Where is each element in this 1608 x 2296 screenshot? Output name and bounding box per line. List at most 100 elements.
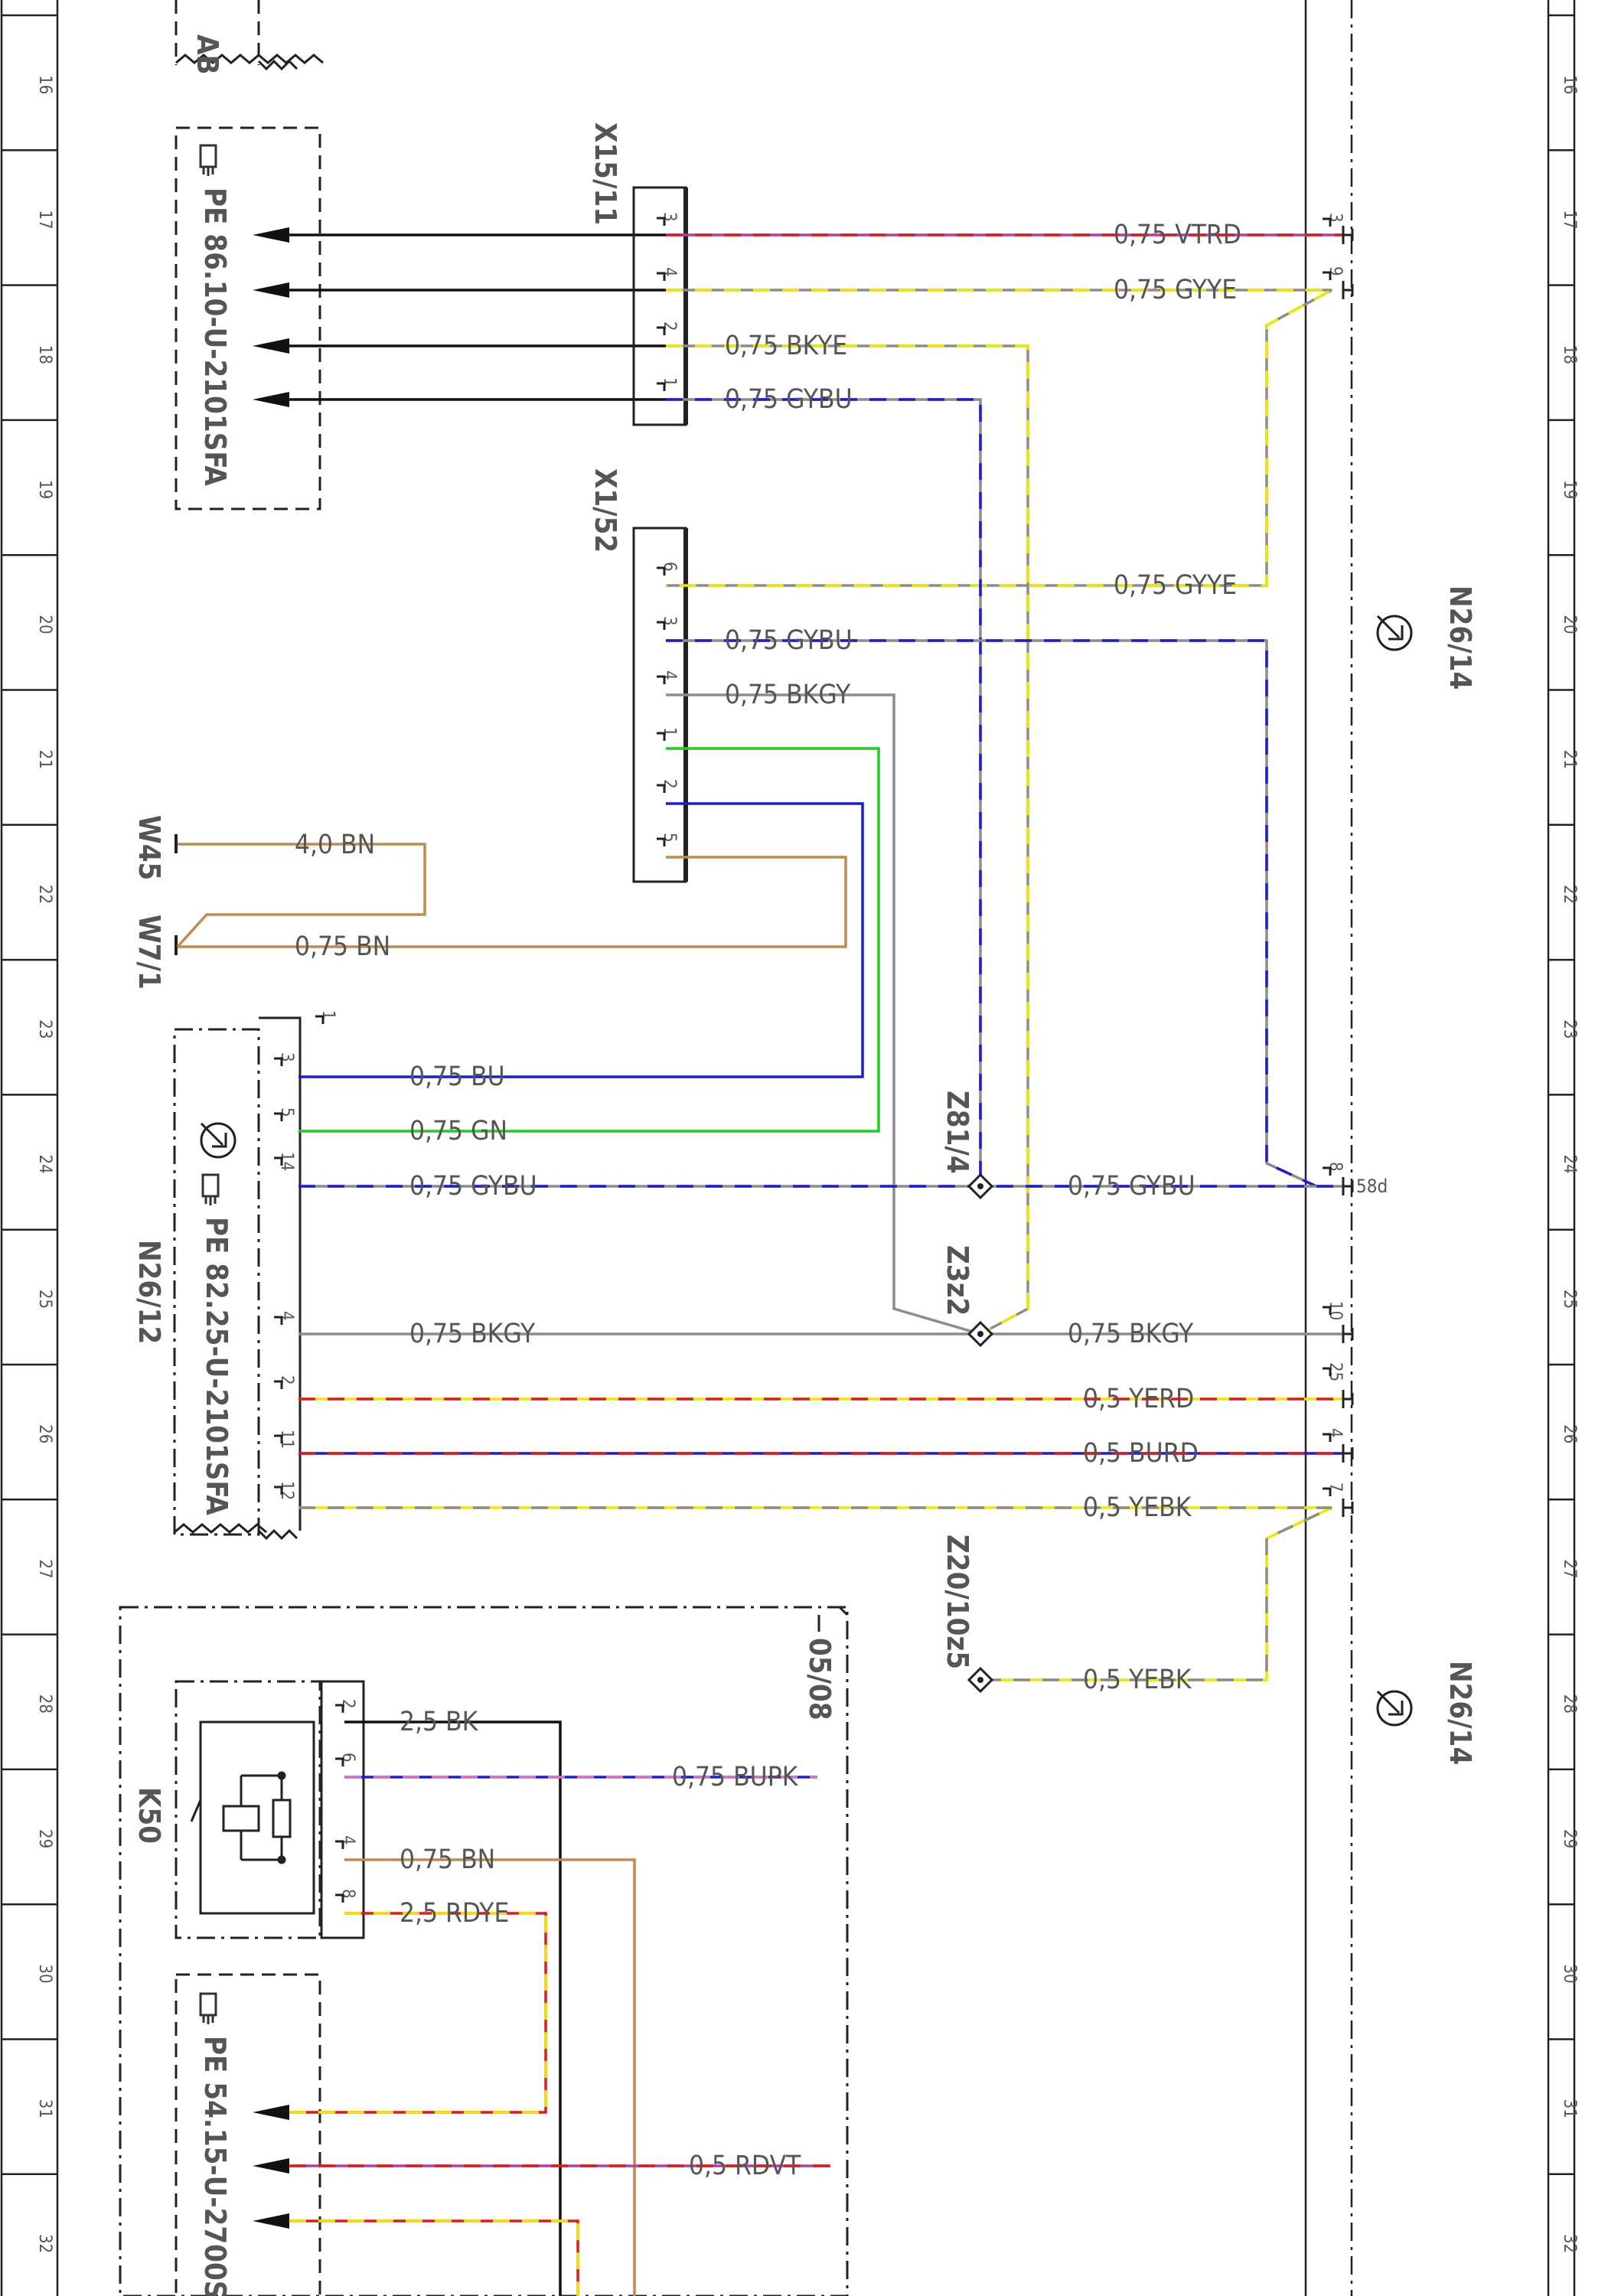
pin-terminal [1323,1433,1332,1442]
pin-terminal [1323,217,1332,227]
pin-number: 4 [277,1311,296,1321]
ruler-number: 17 [1560,210,1579,229]
ruler-number: 24 [1560,1155,1579,1174]
relay-k50-outer-box [119,1606,849,2296]
pin-number: 2 [660,779,679,789]
pin-number: 7 [1326,1482,1345,1492]
wire-label: 0,75 BU [409,1062,505,1092]
pin-number: 4 [660,670,679,680]
ruler-number: 25 [35,1290,54,1309]
pin-terminal [274,1112,283,1121]
pin-terminal [1323,1367,1332,1376]
relay-icon [190,1720,315,1915]
wire-bk-28 [344,1720,562,2296]
splice-z3z2-label: Z3z2 [941,1245,974,1316]
control-unit-n26-14-label-upper: N26/14 [1443,585,1477,690]
ruler-number: 23 [1560,1019,1579,1039]
page-ref-cont: 05/08 [803,1638,837,1720]
pin-number: 4 [660,267,679,277]
wire-label: 0,75 BN [400,1844,495,1875]
relay-k50-box [174,1680,321,1939]
pin-terminal [657,675,666,684]
wire-label: 2,5 BK [400,1707,479,1737]
ruler-number: 21 [1560,750,1579,769]
pin-number: 3 [660,212,679,222]
ruler-number: 27 [35,1559,54,1578]
wire-label: 0,5 BURD [1083,1438,1199,1469]
control-unit-n26-12-box [173,1028,260,1536]
arrow-left-icon [253,227,289,243]
arrow-left-icon [253,338,289,354]
wire-gybu-18 [666,398,982,1186]
wire-bn-29 [344,1858,636,2296]
control-unit-n26-12-label: N26/12 [132,1240,166,1344]
pin-terminal [335,1893,344,1903]
pin-number: 2 [338,1699,357,1709]
wire-label: 0,5 YEBK [1083,1492,1192,1523]
pin-number: 4 [338,1835,357,1845]
control-unit-n26-14-label-lower: N26/14 [1443,1661,1477,1765]
relay-k50-corner [838,1606,849,1616]
pin-terminal [657,784,666,793]
wire-gn [298,747,880,1133]
pin-number: 3 [277,1052,296,1062]
pin-terminal [657,566,666,576]
wire-label: 0,75 BUPK [672,1762,799,1792]
wire-label: 0,75 BKGY [1068,1319,1194,1349]
control-unit-n26-12-body [259,1016,302,1531]
splice-z20-10z5-label: Z20/10z5 [941,1534,974,1669]
pin-terminal [657,382,666,391]
ruler-number: 32 [35,2234,54,2253]
reference-arrows [253,227,666,2229]
pin-terminal [274,1380,283,1389]
pin-terminal [315,1015,325,1024]
page-ref-top: AB [191,34,224,75]
pin-terminal [1342,1390,1354,1408]
ruler-number: 18 [1560,345,1579,364]
ruler-number: 22 [35,885,54,904]
pin-terminal [1342,1177,1354,1195]
reference-pe86: PE 86.10-U-2101SFA [198,188,232,486]
wire-label: 0,75 GYBU [725,384,853,415]
pin-terminal [274,1057,283,1066]
pin-number: 11 [277,1430,296,1449]
wire-bkye-stripe [666,344,1029,1336]
ruler-number: 20 [1560,615,1579,634]
pin-terminal [1323,1487,1332,1496]
ruler-number: 31 [1560,2099,1579,2118]
wire-label: 4,0 BN [295,830,375,860]
relay-k50-terminal-block [320,1680,365,1939]
wire-label: 0,75 GYBU [1068,1171,1195,1202]
pin-terminal [1342,226,1354,244]
pin-terminal [1342,1444,1354,1463]
pin-number: 9 [1326,266,1345,276]
splice-dot [977,1677,983,1683]
ruler-number: 27 [1560,1559,1579,1578]
wire-rdye [289,1912,547,2114]
ground-w45-label: W45 [132,815,166,880]
pin-number: 5 [660,833,679,843]
pin-terminal [1342,1325,1354,1343]
wire-label: 0,75 GYBU [725,625,853,656]
pin-number: 5 [277,1107,296,1117]
wire-label: 0,75 GYBU [409,1171,537,1202]
ruler-number: 29 [1560,1829,1579,1848]
control-unit-n26-12-break [174,1523,298,1541]
ruler-number: 23 [35,1019,54,1039]
pin-terminal [657,732,666,741]
ruler-number: 25 [1560,1290,1579,1309]
pin-number: 1 [318,1010,338,1020]
wires [176,233,1343,2296]
wire-label: 0,75 BN [295,931,390,962]
connector-x15-11 [632,186,687,426]
wire-bn-22 [178,856,847,948]
pin-number: 10 [1326,1301,1345,1320]
ruler-number: 16 [1560,75,1579,94]
wire-label: 0,5 YEBK [1083,1665,1192,1695]
arrow-left-icon [253,2105,289,2120]
